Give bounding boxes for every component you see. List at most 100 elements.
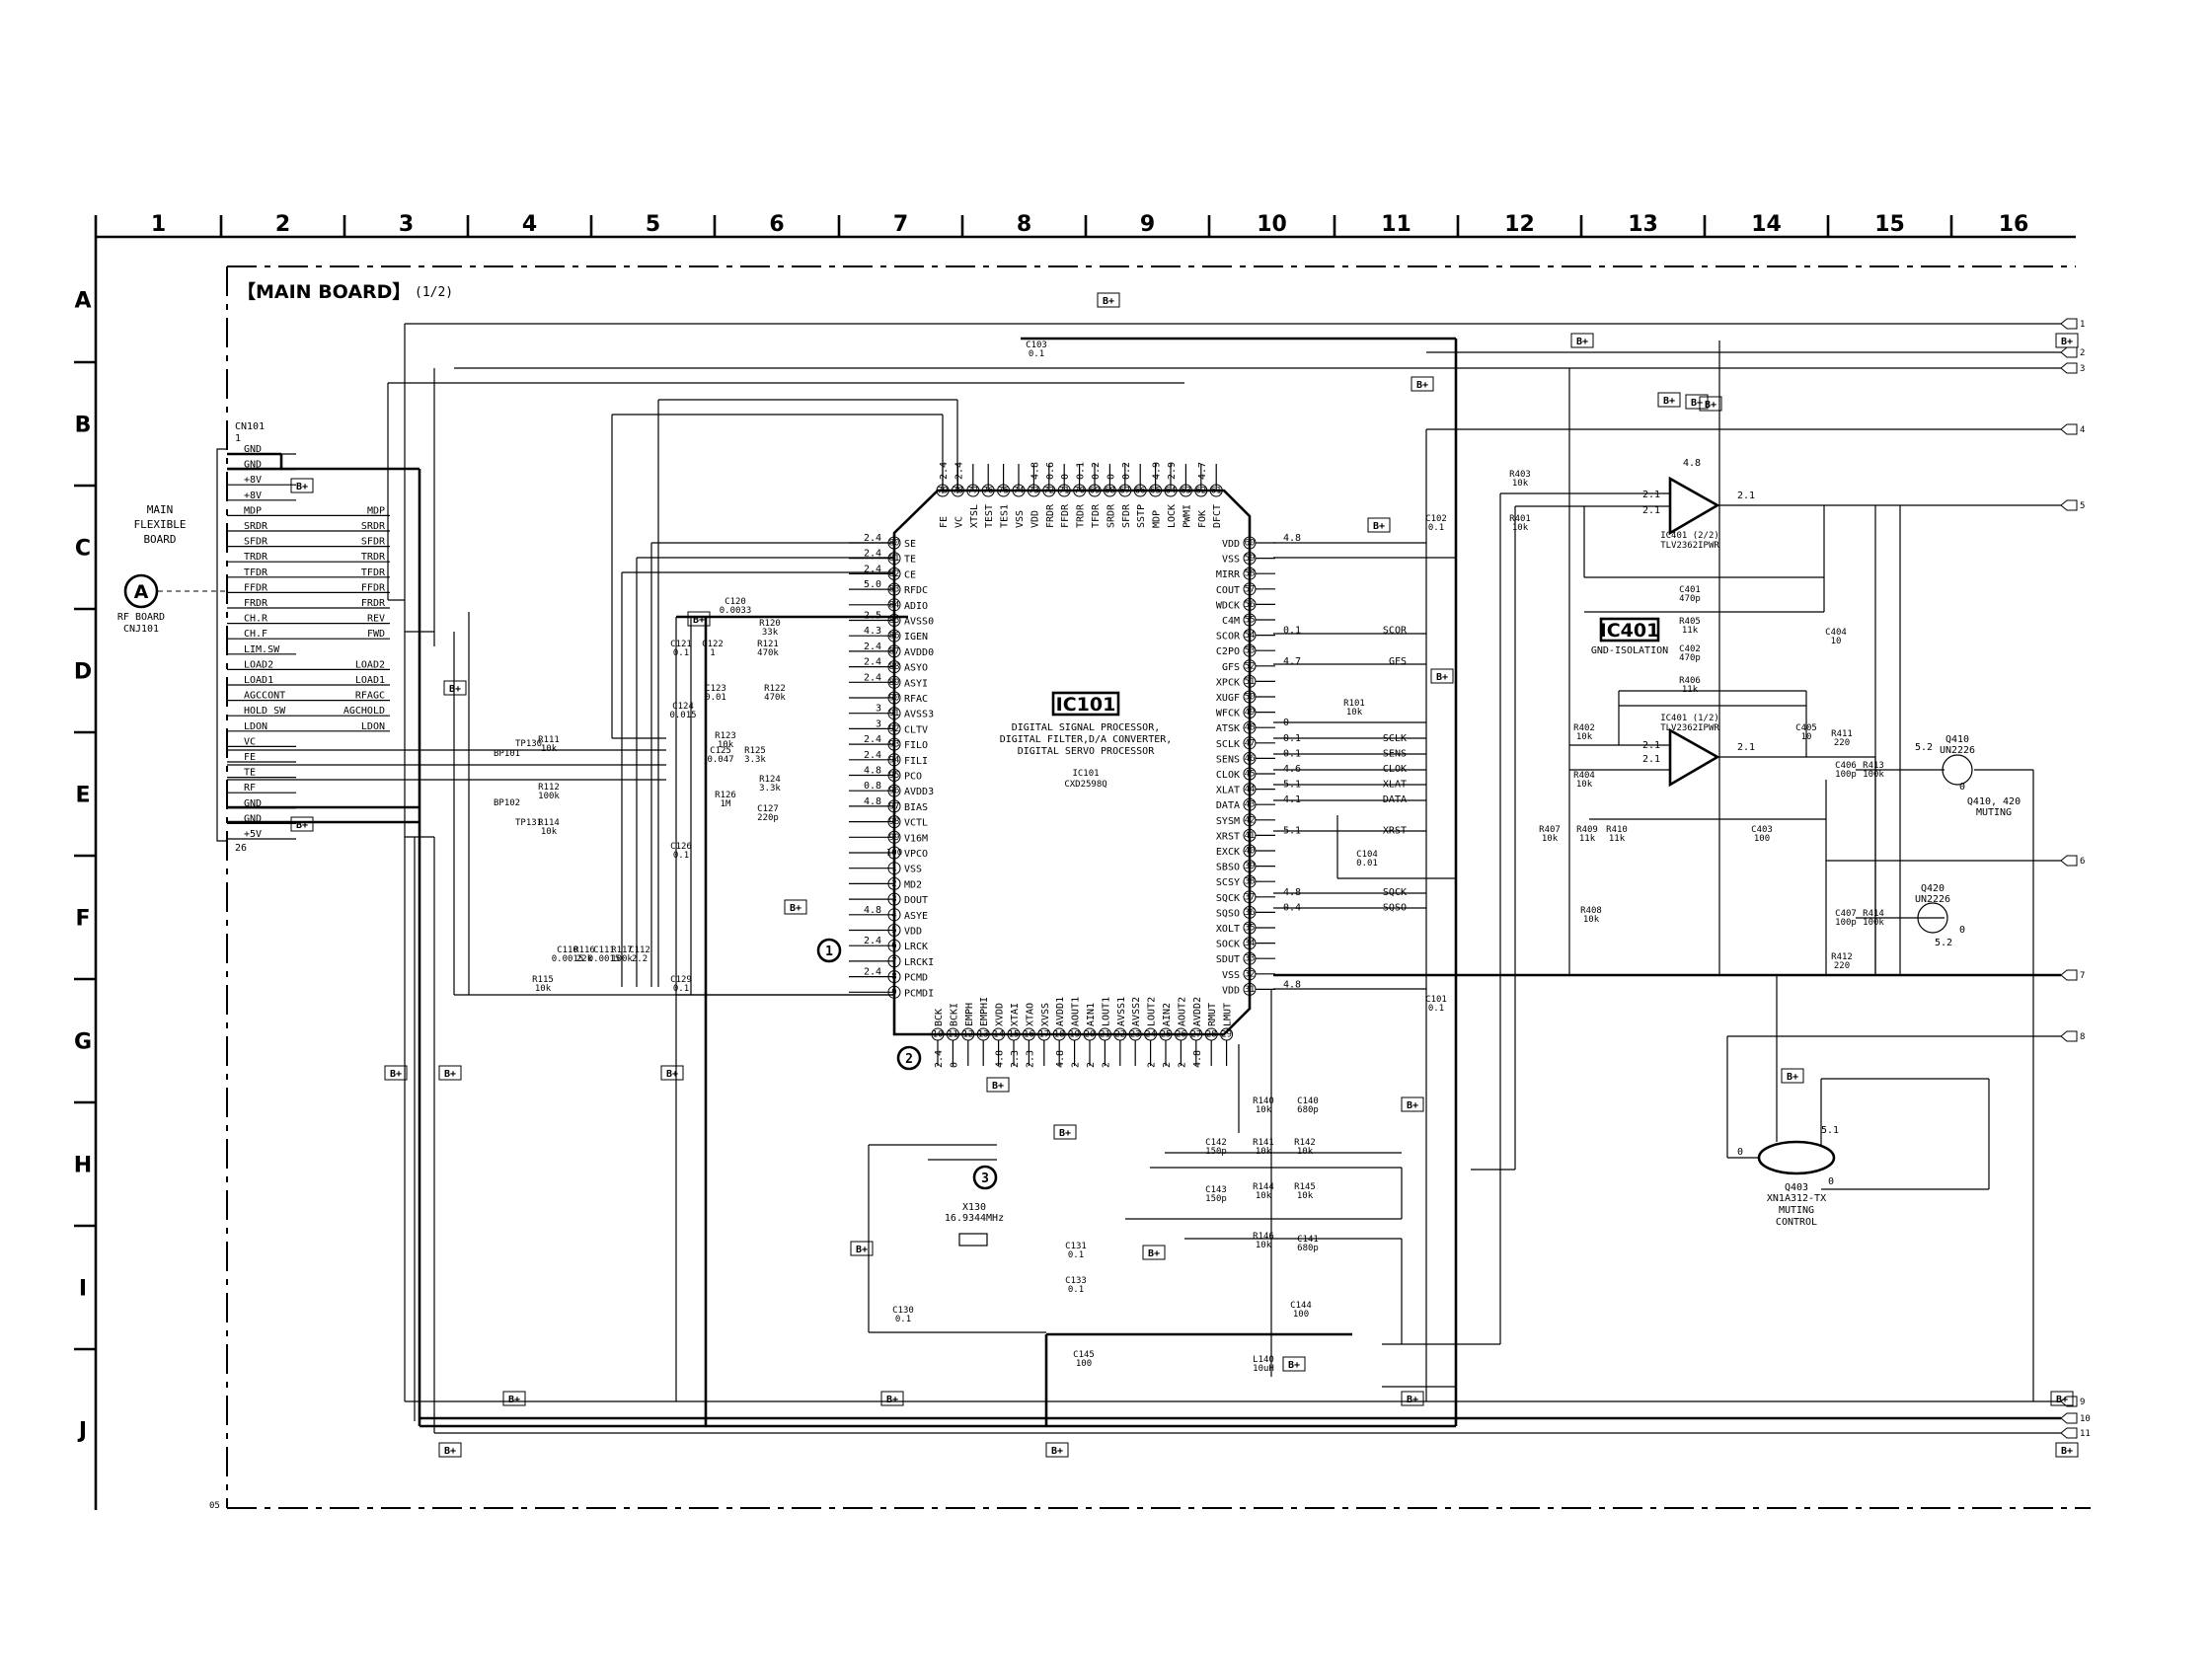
ic101-top-pin-name: VDD bbox=[1030, 510, 1040, 528]
b-plus-label: B+ bbox=[1373, 521, 1385, 532]
component-ref: R411 bbox=[1831, 729, 1853, 739]
ic101-bottom-pin-name: AVSS2 bbox=[1131, 997, 1142, 1026]
component-ref: C122 bbox=[702, 640, 724, 649]
ic101-left-pin-voltage: 2.4 bbox=[864, 750, 881, 761]
ic-pin-number-circle bbox=[887, 862, 901, 875]
b-plus-tag bbox=[1430, 668, 1454, 684]
q420-ref: Q420 bbox=[1921, 883, 1945, 894]
wiring bbox=[227, 323, 2061, 1434]
component-ref: C111 bbox=[593, 945, 615, 955]
ic-pin-number: 24 bbox=[1145, 1030, 1156, 1040]
ic101-left-pin-name: AVSS3 bbox=[904, 710, 934, 720]
ic-pin-number: 89 bbox=[889, 678, 900, 688]
ic101-right-pin-name: DATA bbox=[1216, 800, 1240, 811]
component-value: 10k bbox=[535, 984, 552, 994]
ic-pin-number: 54 bbox=[1245, 631, 1256, 641]
ic101-left-pin-name: PCMDI bbox=[904, 988, 934, 999]
grid-row-label: I bbox=[79, 1277, 87, 1302]
ic101-left-pin-voltage: 3 bbox=[876, 718, 881, 729]
ic-pin-number-circle bbox=[887, 721, 901, 735]
ic401-lower-vin-b: 2.1 bbox=[1642, 754, 1660, 765]
ic-pin-number: 26 bbox=[1176, 1030, 1186, 1040]
ic101-top-pin-voltage: 4.8 bbox=[1030, 462, 1040, 480]
ic-pin-number-circle bbox=[887, 675, 901, 689]
ic-pin-number: 7 bbox=[891, 956, 896, 966]
b-plus-tag bbox=[2055, 1442, 2079, 1458]
ic101-left-pin-name: VCTL bbox=[904, 818, 928, 829]
tp131: TP131 bbox=[515, 818, 542, 828]
q403-vc: 0 bbox=[1828, 1176, 1834, 1187]
ic101-ref: IC101 bbox=[1072, 769, 1099, 779]
grid-row-label: C bbox=[75, 537, 91, 562]
ic101-right-pin-name: SENS bbox=[1216, 754, 1240, 765]
b-plus-tag bbox=[290, 816, 314, 832]
q420-vlow: 0 bbox=[1959, 925, 1965, 936]
component-ref: R124 bbox=[759, 775, 781, 785]
b-plus-tag bbox=[1401, 1391, 1424, 1406]
q403-symbol bbox=[1757, 1140, 1836, 1175]
b-plus-label: B+ bbox=[2056, 1395, 2068, 1405]
output-terminal-arrow bbox=[2060, 423, 2078, 435]
ic101-left-pin-name: FILO bbox=[904, 740, 928, 751]
ic-pin-number: 91 bbox=[889, 709, 900, 718]
cn101-pin-name: +5V bbox=[244, 829, 262, 840]
b-plus-label: B+ bbox=[1103, 296, 1114, 307]
ic101-bottom-pin-voltage: 2 bbox=[1071, 1062, 1082, 1068]
ic101-bottom-pin-name: AIN1 bbox=[1086, 1003, 1097, 1026]
output-terminal-number: 7 bbox=[2080, 971, 2085, 981]
rf-board-label: RF BOARD bbox=[117, 612, 165, 623]
component-ref: C103 bbox=[1026, 340, 1047, 350]
ic101-top-pin-voltage: 0 bbox=[1106, 474, 1116, 480]
grid-row-label: G bbox=[74, 1030, 92, 1055]
ic-pin-number: 14 bbox=[993, 1030, 1004, 1040]
ic101-left-pin-voltage: 2.4 bbox=[864, 967, 881, 978]
ic-pin-number-circle bbox=[1027, 484, 1040, 497]
component-value: 0.0015 bbox=[552, 954, 584, 964]
component-value: 10k bbox=[1346, 708, 1363, 718]
ic-pin-number: 18 bbox=[1054, 1030, 1065, 1040]
component-value: 100 bbox=[1293, 1310, 1309, 1320]
ic101-top-pin-name: SSTP bbox=[1136, 504, 1147, 528]
b-plus-label: B+ bbox=[296, 820, 308, 831]
ic101-top-pin-voltage: 0.2 bbox=[1091, 462, 1102, 480]
board-outline bbox=[226, 265, 2091, 1509]
ic-pin-number-circle bbox=[1103, 484, 1116, 497]
ic101-right-pin-voltage: 0 bbox=[1283, 718, 1289, 728]
component-ref: C406 bbox=[1835, 761, 1857, 771]
component-ref: R115 bbox=[532, 975, 554, 985]
ic-pin-number: 5 bbox=[891, 926, 896, 936]
ic101-left-pin-voltage: 4.8 bbox=[864, 766, 881, 777]
b-plus-tag bbox=[1097, 292, 1120, 308]
ic101-left-pin-voltage: 4.3 bbox=[864, 626, 881, 637]
x130-body bbox=[958, 1233, 988, 1247]
component-ref: C101 bbox=[1425, 995, 1447, 1005]
ic101-name-box bbox=[1051, 691, 1120, 717]
ic401-upper-vin-b: 2.1 bbox=[1642, 505, 1660, 516]
ic-pin-number-circle bbox=[1073, 484, 1087, 497]
b-plus-tag bbox=[438, 1442, 462, 1458]
ic-pin-number: 27 bbox=[1190, 1030, 1201, 1040]
grid-row-label: J bbox=[77, 1419, 87, 1444]
component-value: 0.1 bbox=[673, 984, 689, 994]
component-ref: R122 bbox=[764, 684, 786, 694]
b-plus-tag bbox=[290, 478, 314, 493]
output-terminal-number: 11 bbox=[2080, 1429, 2091, 1439]
grid-row-label: A bbox=[74, 289, 91, 314]
ic-pin-number: 71 bbox=[1059, 487, 1070, 496]
output-terminal-arrow bbox=[2060, 362, 2078, 374]
ic-pin-number: 47 bbox=[1245, 738, 1256, 748]
b-plus-tag bbox=[1367, 517, 1391, 533]
ic101-top-pin-name: FFDR bbox=[1060, 503, 1071, 528]
ic101-right-pin-name: VSS bbox=[1222, 555, 1240, 566]
ic101-top-pin-voltage: 4.9 bbox=[1152, 462, 1163, 480]
ic101-left-pin-name: PCMD bbox=[904, 973, 928, 984]
output-terminal-number: 5 bbox=[2080, 501, 2085, 511]
cn101-pin-name: GND bbox=[244, 460, 262, 471]
component-value: 10k bbox=[1256, 1241, 1272, 1250]
ic101-left-pin-name: LRCK bbox=[904, 942, 928, 952]
component-value: 470p bbox=[1679, 594, 1701, 604]
output-terminal-number: 3 bbox=[2080, 364, 2085, 374]
